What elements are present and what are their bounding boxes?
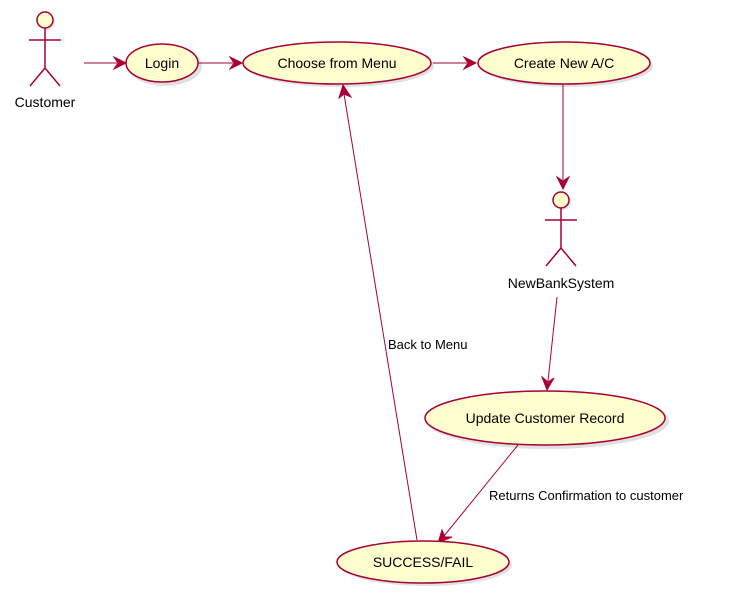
actor-newbanksystem: NewBankSystem <box>508 191 615 291</box>
arrowhead <box>112 55 128 71</box>
arrowhead <box>228 55 244 71</box>
use-case-label-choose-from-menu: Choose from Menu <box>277 55 396 71</box>
arrowhead <box>462 55 478 71</box>
edge-newbank-to-update <box>540 296 558 392</box>
use-case-label-success-fail: SUCCESS/FAIL <box>373 554 474 570</box>
use-case-label-update-customer-record: Update Customer Record <box>466 410 625 426</box>
edge-result-to-menu: Back to Menu <box>338 83 468 541</box>
edge-menu-to-create <box>433 55 478 71</box>
use-case-login: Login <box>125 43 202 86</box>
edge-customer-to-login <box>84 55 128 71</box>
edge-label-back-to-menu: Back to Menu <box>388 337 468 352</box>
actor-customer: Customer <box>15 11 76 110</box>
use-case-success-fail: SUCCESS/FAIL <box>336 540 512 586</box>
edge-create-to-newbank <box>555 84 571 191</box>
arrowhead <box>437 528 453 544</box>
actor-label-customer: Customer <box>15 94 76 110</box>
use-case-update-customer-record: Update Customer Record <box>424 390 669 449</box>
use-case-label-login: Login <box>145 55 179 71</box>
actor-label-newbanksystem: NewBankSystem <box>508 275 615 291</box>
use-case-label-create-new-ac: Create New A/C <box>514 55 614 71</box>
use-case-choose-from-menu: Choose from Menu <box>242 41 434 87</box>
arrowhead <box>338 83 353 100</box>
use-case-create-new-ac: Create New A/C <box>477 41 653 87</box>
edge-label-returns-confirmation: Returns Confirmation to customer <box>489 488 684 503</box>
arrowhead <box>540 375 555 392</box>
actor-head <box>552 191 570 209</box>
arrowhead <box>555 175 571 191</box>
edge-update-to-result: Returns Confirmation to customer <box>437 439 684 544</box>
edge-login-to-menu <box>197 55 244 71</box>
actor-head <box>36 11 54 29</box>
